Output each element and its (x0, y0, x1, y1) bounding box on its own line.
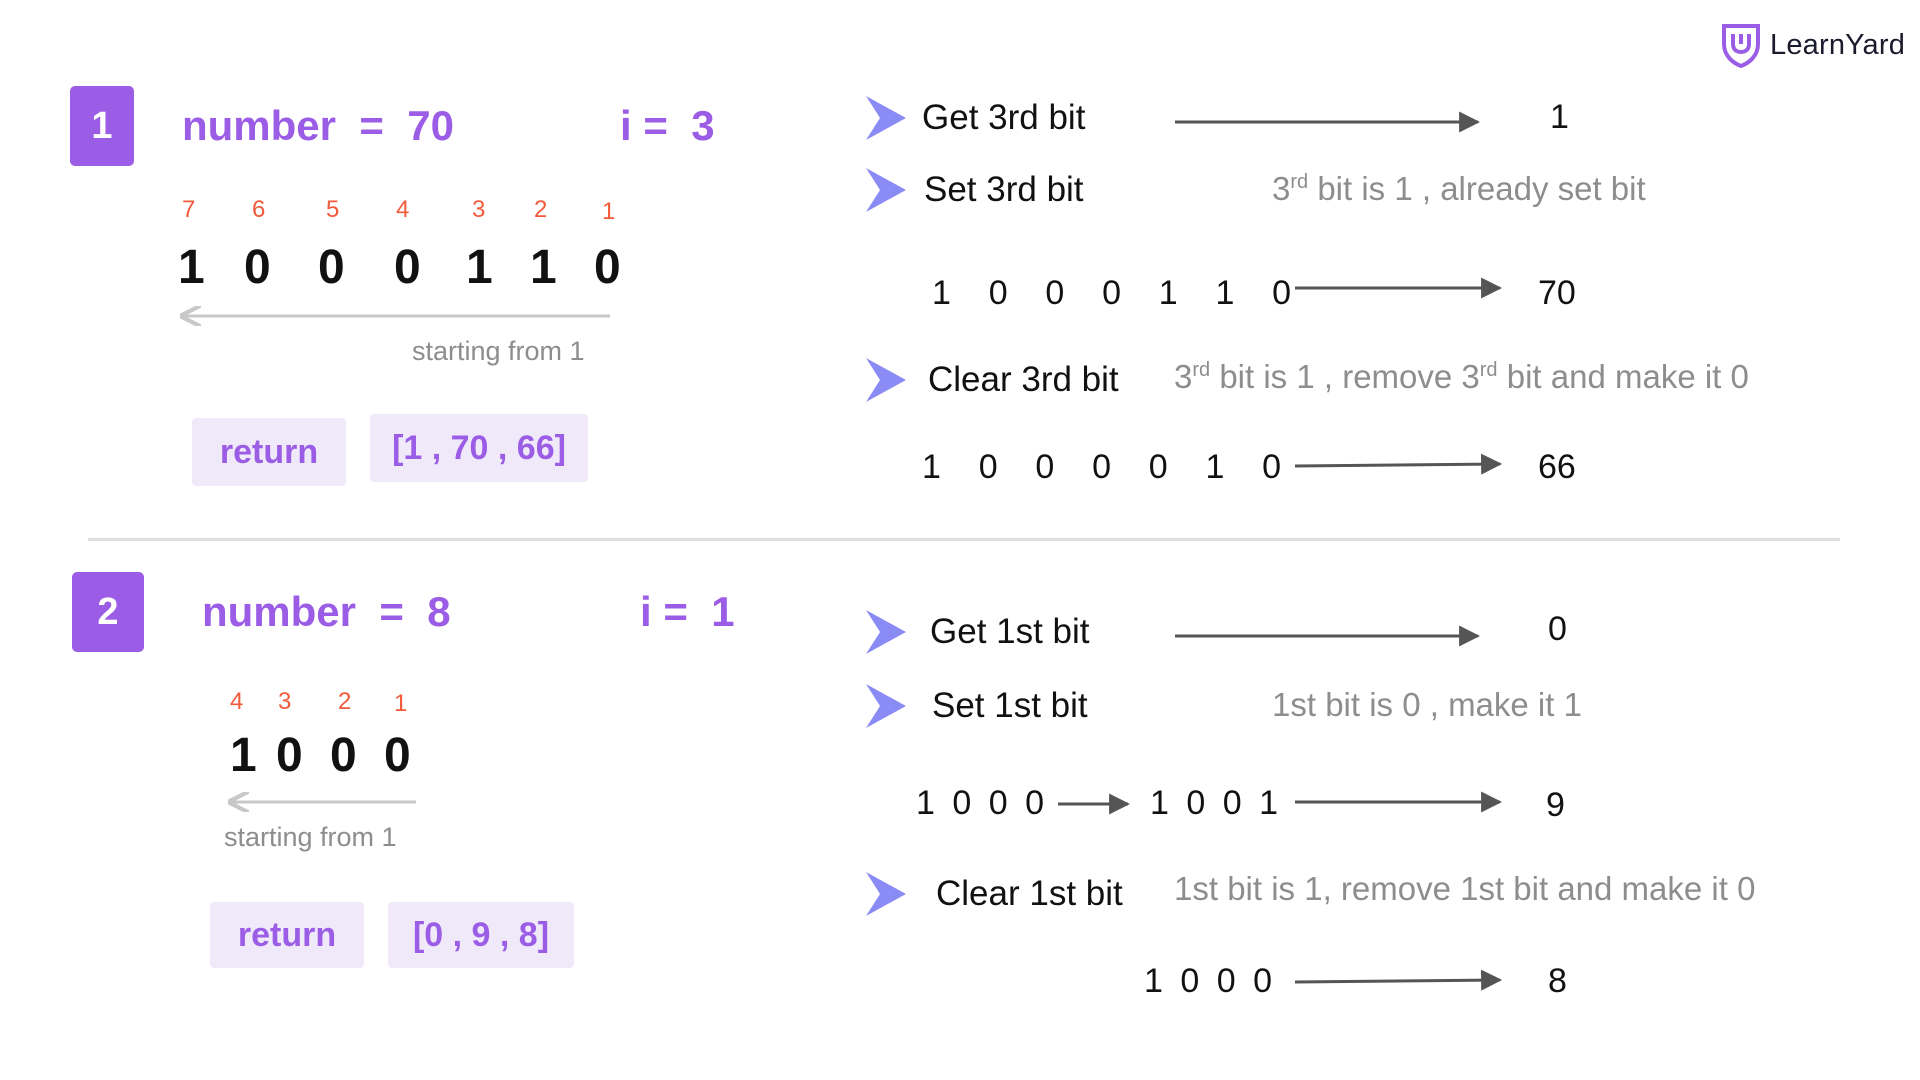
chevron-right-icon (866, 168, 906, 212)
chevron-right-icon (866, 358, 906, 402)
set-bit-sequence: 1 0 0 0 1 1 0 (932, 274, 1292, 312)
bit-index: 5 (326, 196, 340, 223)
right-arrow (1058, 793, 1131, 815)
right-arrow (1175, 625, 1481, 647)
example-2-badge: 2 (72, 572, 144, 652)
clear-bit-note: 3rd bit is 1 , remove 3rd bit and make i… (1174, 358, 1749, 395)
bit-index: 6 (252, 196, 266, 223)
clear-bit-note: 1st bit is 1, remove 1st bit and make it… (1174, 870, 1756, 907)
bit-index: 7 (182, 196, 196, 223)
starting-caption: starting from 1 (224, 822, 397, 852)
set-bit-sequence-from: 1 0 0 0 (916, 784, 1048, 822)
set-bit-note: 3rd bit is 1 , already set bit (1272, 170, 1646, 207)
bit-index: 2 (534, 196, 548, 223)
bit-index: 1 (394, 690, 408, 717)
bit-index: 3 (278, 688, 292, 715)
chevron-right-icon (866, 684, 906, 728)
section-divider (88, 538, 1840, 541)
bit-digit: 0 (330, 729, 357, 782)
bit-index: 4 (230, 688, 244, 715)
clear-bit-result: 66 (1538, 448, 1576, 486)
bit-digit: 1 (178, 241, 205, 294)
set-bit-sequence-to: 1 0 0 1 (1150, 784, 1282, 822)
chevron-right-icon (866, 872, 906, 916)
get-bit-result: 1 (1550, 98, 1569, 136)
brand-logo: LearnYard (1720, 22, 1905, 68)
bit-digit: 1 (230, 729, 257, 782)
bit-index: 3 (472, 196, 486, 223)
bit-digit: 0 (394, 241, 421, 294)
set-bit-label: Set 1st bit (932, 686, 1088, 725)
example-2-i-label: i = 1 (640, 588, 735, 635)
bit-digit: 0 (384, 729, 411, 782)
return-label: return (192, 418, 346, 486)
bit-digit: 0 (594, 241, 621, 294)
clear-bit-label: Clear 1st bit (936, 874, 1123, 913)
brand-name: LearnYard (1770, 28, 1906, 61)
clear-bit-sequence: 1 0 0 0 0 1 0 (922, 448, 1282, 486)
right-arrow (1294, 453, 1503, 475)
bit-digit: 1 (466, 241, 493, 294)
set-bit-result: 70 (1538, 274, 1576, 312)
bit-digit: 0 (318, 241, 345, 294)
return-value: [1 , 70 , 66] (370, 414, 588, 482)
return-value: [0 , 9 , 8] (388, 902, 574, 968)
right-arrow (1175, 111, 1481, 133)
set-bit-note: 1st bit is 0 , make it 1 (1272, 686, 1582, 723)
left-arrow (170, 306, 610, 326)
bit-digit: 1 (530, 241, 557, 294)
right-arrow (1295, 791, 1503, 813)
get-bit-result: 0 (1548, 610, 1567, 648)
shield-logo-icon (1722, 24, 1760, 68)
example-2-number-label: number = 8 (202, 588, 451, 635)
get-bit-label: Get 1st bit (930, 612, 1090, 651)
right-arrow (1295, 277, 1503, 299)
bit-index: 4 (396, 196, 410, 223)
example-1-i-label: i = 3 (620, 102, 715, 149)
clear-bit-label: Clear 3rd bit (928, 360, 1119, 399)
left-arrow (218, 792, 416, 812)
chevron-right-icon (866, 610, 906, 654)
bit-digit: 0 (276, 729, 303, 782)
bit-index: 2 (338, 688, 352, 715)
clear-bit-result: 8 (1548, 962, 1567, 1000)
bit-index: 1 (602, 198, 616, 225)
example-1-badge: 1 (70, 86, 134, 166)
example-1-number-label: number = 70 (182, 102, 454, 149)
right-arrow (1294, 969, 1503, 991)
set-bit-result: 9 (1546, 786, 1565, 824)
return-label: return (210, 902, 364, 968)
clear-bit-sequence: 1 0 0 0 (1144, 962, 1276, 1000)
set-bit-label: Set 3rd bit (924, 170, 1084, 209)
starting-caption: starting from 1 (412, 336, 585, 366)
chevron-right-icon (866, 96, 906, 140)
bit-digit: 0 (244, 241, 271, 294)
get-bit-label: Get 3rd bit (922, 98, 1086, 137)
